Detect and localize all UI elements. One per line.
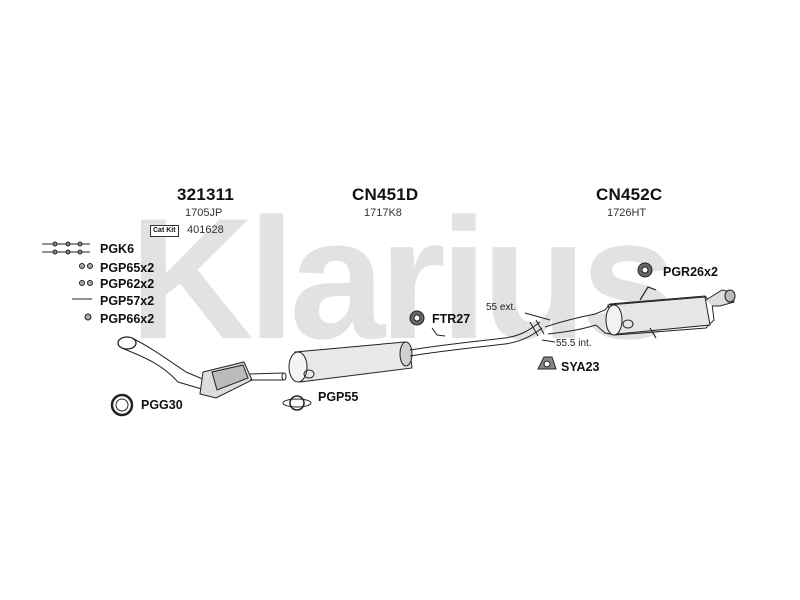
front-pipe-catalyst [117,336,287,399]
sya23-label: SYA23 [561,360,600,374]
int-dimension-label: 55.5 int. [556,338,592,349]
section-2-ref: 1717K8 [364,207,402,219]
centre-silencer [288,341,413,383]
section-3-part-number: CN452C [596,185,663,204]
pgk6-clamp-icon [42,241,90,255]
fitting-item-pgp66: PGP66x2 [100,312,155,326]
pgp65-nut-icon [79,263,85,269]
pgp65-bolt-icon [87,263,93,269]
ftr27-label: FTR27 [432,312,471,326]
section-2-part-number: CN451D [352,185,419,204]
section-1-ref: 1705JP [185,207,223,219]
sya23-bracket-icon [537,356,557,370]
pgp55-label: PGP55 [318,390,359,404]
pgr26-rubber-icon [637,262,653,278]
pgp66-washer-icon [84,313,92,321]
rear-silencer [544,286,736,339]
fitting-item-pgk6: PGK6 [100,242,135,256]
pgg30-gasket-icon [110,393,134,417]
catkit-number: 401628 [187,224,224,236]
pgp55-clamp-icon [282,395,312,411]
joint-dimension-marks [524,312,556,343]
pgr26-label: PGR26x2 [663,265,718,279]
fitting-item-pgp65: PGP65x2 [100,261,155,275]
fitting-item-pgp62: PGP62x2 [100,277,155,291]
ftr27-rubber-icon [409,310,425,326]
pgp62-bolt-icon [87,280,93,286]
catkit-badge: Cat Kit [150,225,179,237]
centre-pipe [409,321,541,351]
fitting-item-pgp57: PGP57x2 [100,294,155,308]
ext-dimension-label: 55 ext. [486,302,517,313]
section-1-part-number: 321311 [177,185,234,204]
pgp62-nut-icon [79,280,85,286]
section-3-ref: 1726HT [607,207,647,219]
pgg30-label: PGG30 [141,398,183,412]
